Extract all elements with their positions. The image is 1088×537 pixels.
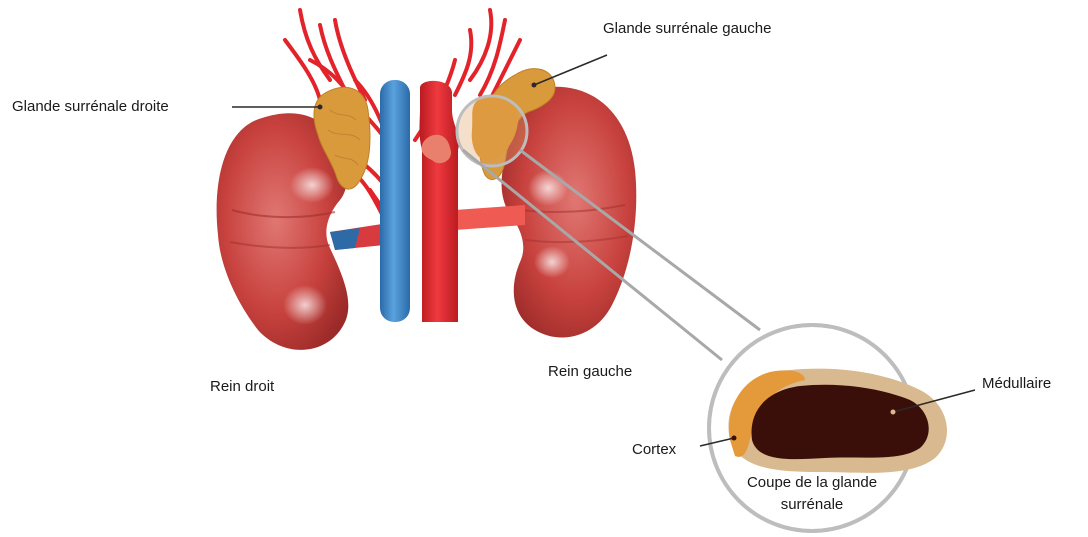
label-section-line1: Coupe de la glande	[742, 474, 882, 491]
label-medulla: Médullaire	[982, 375, 1051, 392]
label-left-kidney: Rein gauche	[548, 363, 632, 380]
vena-cava	[380, 80, 410, 322]
label-right-adrenal: Glande surrénale droite	[12, 98, 169, 115]
aorta	[420, 81, 459, 322]
label-cortex: Cortex	[632, 441, 676, 458]
label-left-adrenal: Glande surrénale gauche	[603, 20, 771, 37]
label-right-kidney: Rein droit	[210, 378, 274, 395]
label-section-line2: surrénale	[742, 496, 882, 513]
